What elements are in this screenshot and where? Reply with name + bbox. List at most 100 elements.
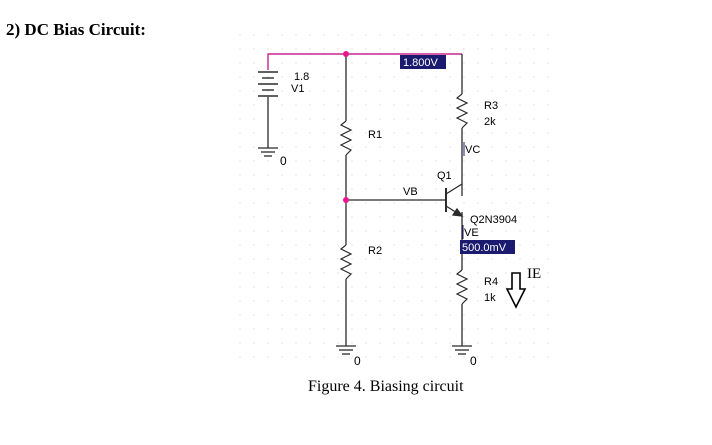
grid-dot <box>351 62 353 64</box>
grid-dot <box>295 244 297 246</box>
grid-dot <box>477 118 479 120</box>
grid-dot <box>267 286 269 288</box>
grid-dot <box>421 300 423 302</box>
grid-dot <box>519 174 521 176</box>
grid-dot <box>309 90 311 92</box>
grid-dot <box>547 244 549 246</box>
grid-dot <box>365 356 367 358</box>
grid-dot <box>463 202 465 204</box>
grid-dot <box>547 328 549 330</box>
grid-dot <box>449 48 451 50</box>
grid-dot <box>267 160 269 162</box>
battery-icon <box>258 71 278 97</box>
grid-dot <box>281 132 283 134</box>
grid-dot <box>323 132 325 134</box>
resistor-r2-icon <box>339 244 353 280</box>
grid-dot <box>449 104 451 106</box>
grid-dot <box>337 314 339 316</box>
grid-dot <box>239 342 241 344</box>
emitter-probe-bg <box>460 240 515 254</box>
grid-dot <box>421 90 423 92</box>
grid-dot <box>519 328 521 330</box>
grid-dot <box>281 188 283 190</box>
grid-dot <box>337 356 339 358</box>
grid-dot <box>281 118 283 120</box>
resistor-r4-icon <box>455 269 469 305</box>
grid-dot <box>463 174 465 176</box>
grid-dot <box>533 258 535 260</box>
grid-dot <box>323 286 325 288</box>
grid-dot <box>281 314 283 316</box>
r3-label: R3 <box>484 100 498 112</box>
grid-dot <box>477 132 479 134</box>
grid-dot <box>267 258 269 260</box>
grid-dot <box>239 188 241 190</box>
base-node <box>343 197 349 203</box>
grid-dot <box>421 34 423 36</box>
grid-dot <box>505 356 507 358</box>
grid-dot <box>491 132 493 134</box>
grid-dot <box>533 34 535 36</box>
v1-value: 1.8 <box>294 71 309 83</box>
grid-dot <box>505 34 507 36</box>
supply-node <box>343 51 349 57</box>
grid-dot <box>351 76 353 78</box>
grid-dot <box>351 160 353 162</box>
grid-dot <box>295 300 297 302</box>
grid-dot <box>323 230 325 232</box>
grid-dot <box>463 62 465 64</box>
grid-dot <box>239 244 241 246</box>
grid-dot <box>365 104 367 106</box>
grid-dot <box>295 286 297 288</box>
grid-dot <box>253 300 255 302</box>
grid-dot <box>365 286 367 288</box>
grid-dot <box>295 188 297 190</box>
grid-dot <box>239 118 241 120</box>
grid-dot <box>379 76 381 78</box>
grid-dot <box>393 104 395 106</box>
grid-dot <box>337 62 339 64</box>
grid-dot <box>239 62 241 64</box>
grid-dot <box>463 90 465 92</box>
grid-dot <box>393 328 395 330</box>
grid-dot <box>337 118 339 120</box>
grid-dot <box>281 48 283 50</box>
grid-dot <box>533 48 535 50</box>
grid-dot <box>337 174 339 176</box>
grid-dot <box>547 118 549 120</box>
grid-dot <box>449 34 451 36</box>
grid-dot <box>421 356 423 358</box>
grid-dot <box>407 118 409 120</box>
grid-dot <box>281 328 283 330</box>
grid-dot <box>421 48 423 50</box>
grid-dot <box>449 314 451 316</box>
grid-dot <box>407 258 409 260</box>
grid-dot <box>351 132 353 134</box>
grid-dot <box>323 188 325 190</box>
wires <box>267 54 463 346</box>
grid-dot <box>519 188 521 190</box>
grid-dot <box>421 244 423 246</box>
grid-dot <box>253 258 255 260</box>
grid-dot <box>449 342 451 344</box>
grid-dot <box>505 342 507 344</box>
grid-dot <box>253 62 255 64</box>
grid-dot <box>407 328 409 330</box>
grid-dot <box>323 174 325 176</box>
grid-dot <box>407 188 409 190</box>
grid-dot <box>351 146 353 148</box>
grid-dot <box>365 230 367 232</box>
grid-dot <box>267 356 269 358</box>
grid-dot <box>253 132 255 134</box>
grid-dot <box>379 258 381 260</box>
grid-dot <box>309 160 311 162</box>
grid-dot <box>281 202 283 204</box>
grid-dot <box>281 342 283 344</box>
grid-dot <box>477 62 479 64</box>
grid-dot <box>281 258 283 260</box>
grid-dot <box>477 328 479 330</box>
grid-dot <box>379 216 381 218</box>
grid-dot <box>449 132 451 134</box>
grid-dot <box>295 48 297 50</box>
grid-dot <box>337 90 339 92</box>
